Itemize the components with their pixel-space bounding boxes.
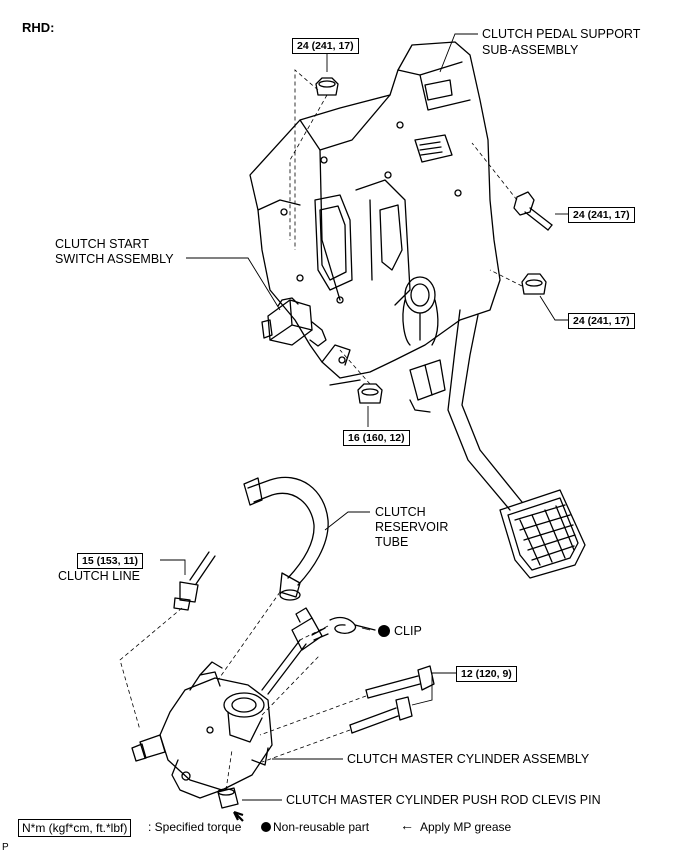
reservoir-tube-label-line1: CLUTCH [375,505,426,519]
pedal-support-label-line2: SUB-ASSEMBLY [482,43,579,57]
grease-arrow [233,810,244,822]
bolt-right [513,191,553,231]
clutch-pedal-arm [402,276,586,579]
clutch-line [173,551,216,611]
clip-label: CLIP [394,624,422,638]
legend-grease-arrow-icon: ← [400,817,414,833]
torque-spec-bolt-right: 24 (241, 17) [568,207,635,223]
nut-bottom [357,383,383,404]
legend-nonreusable-text: Non-reusable part [273,820,370,834]
torque-spec-nut-bottom: 16 (160, 12) [343,430,410,446]
push-rod [261,607,329,695]
nut-top [315,77,339,96]
torque-spec-nut-right: 24 (241, 17) [568,313,635,329]
clip [329,616,376,634]
master-cylinder [131,661,273,799]
footer-code: P [2,842,9,853]
legend-torque-box: N*m (kgf*cm, ft.*lbf) [18,819,132,837]
start-switch [261,297,327,347]
torque-spec-clutch-line: 15 (153, 11) [77,553,144,569]
clevis-pin [217,787,239,809]
pedal-support-bracket [249,41,501,386]
reservoir-tube-label-line3: TUBE [375,535,409,549]
installation-lines [119,69,523,791]
torque-spec-nut-top: 24 (241, 17) [292,38,359,54]
torque-spec-mount-bolts: 12 (120, 9) [456,666,517,682]
leader-lines [160,33,568,801]
bolt-upper [365,665,435,699]
reservoir-tube-label-line2: RESERVOIR [375,520,449,534]
pedal-support-label-line1: CLUTCH PEDAL SUPPORT [482,27,641,41]
legend-torque-text: : Specified torque [148,820,242,834]
clevis-pin-label: CLUTCH MASTER CYLINDER PUSH ROD CLEVIS P… [286,793,601,807]
start-switch-label-line2: SWITCH ASSEMBLY [55,252,174,266]
start-switch-label-line1: CLUTCH START [55,237,149,251]
clutch-line-label: CLUTCH LINE [58,569,140,583]
legend-grease-text: Apply MP grease [420,820,512,834]
legend-nonreusable-dot [261,822,271,832]
rhd-title: RHD: [22,20,55,35]
nut-right [521,273,547,295]
clip-nonreusable-dot [378,625,390,637]
reservoir-tube [243,476,329,601]
bolt-lower [349,696,413,734]
master-cylinder-label: CLUTCH MASTER CYLINDER ASSEMBLY [347,752,590,766]
